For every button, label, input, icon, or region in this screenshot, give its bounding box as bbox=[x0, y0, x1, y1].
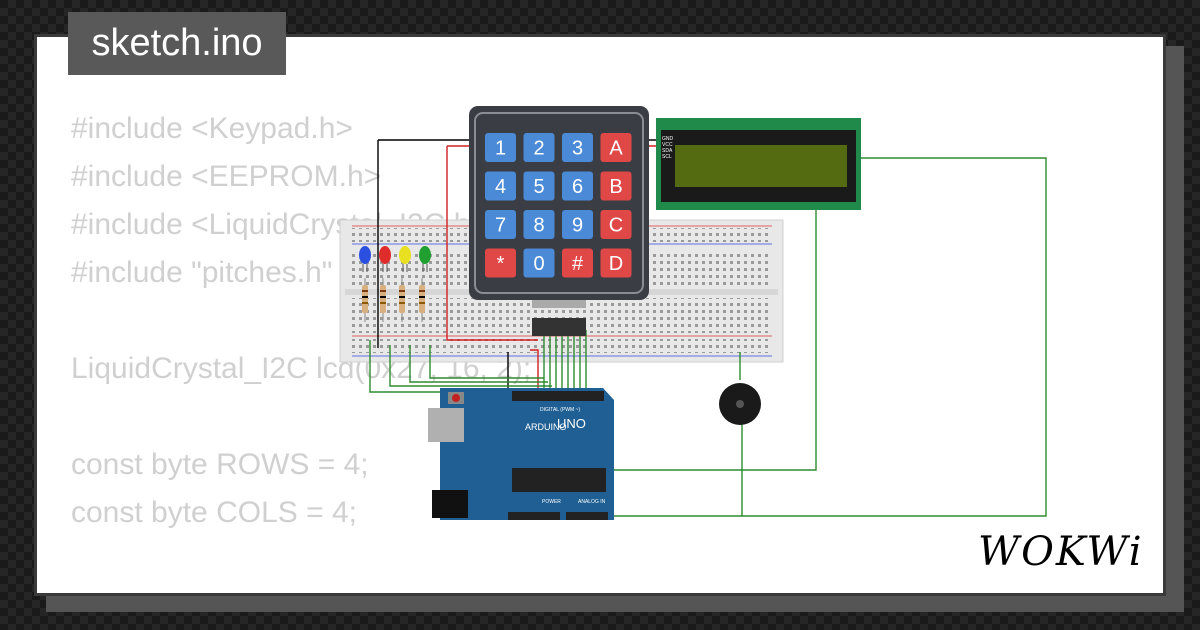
arduino-uno: ARDUINO UNO DIGITAL (PWM ~) ANALOG IN PO… bbox=[428, 388, 614, 520]
led-red[interactable] bbox=[379, 246, 391, 272]
led-blue[interactable] bbox=[359, 246, 371, 272]
keypad-key[interactable]: 9 bbox=[562, 210, 593, 239]
keypad-keys: 1 2 3 A 4 5 6 B 7 8 9 C * 0 # D bbox=[485, 133, 632, 278]
keypad-key[interactable]: # bbox=[562, 248, 593, 278]
keypad-key-label: * bbox=[497, 253, 505, 275]
keypad: 1 2 3 A 4 5 6 B 7 8 9 C * 0 # D bbox=[469, 106, 649, 336]
sketch-title: sketch.ino bbox=[68, 12, 286, 75]
power-label: POWER bbox=[542, 499, 561, 505]
keypad-key[interactable]: 5 bbox=[523, 171, 555, 201]
keypad-key-label: 1 bbox=[495, 138, 506, 160]
keypad-key-label: 5 bbox=[533, 176, 544, 198]
led-row bbox=[359, 246, 431, 272]
keypad-key[interactable]: 8 bbox=[523, 210, 555, 239]
arduino-model: UNO bbox=[557, 416, 586, 431]
code-line: byte rowPins[ROWS] = { bbox=[71, 585, 531, 593]
keypad-key-label: 7 bbox=[495, 215, 506, 237]
keypad-key[interactable]: 7 bbox=[485, 210, 516, 239]
keypad-key-label: 9 bbox=[572, 215, 583, 237]
keypad-key-label: 2 bbox=[533, 138, 544, 160]
digital-label: DIGITAL (PWM ~) bbox=[540, 407, 580, 413]
code-line: #include <Keypad.h> bbox=[71, 112, 353, 145]
svg-text:SCL: SCL bbox=[662, 154, 672, 160]
led-yellow[interactable] bbox=[399, 246, 411, 272]
keypad-key[interactable]: B bbox=[600, 171, 632, 201]
keypad-key[interactable]: C bbox=[600, 210, 632, 239]
keypad-key[interactable]: A bbox=[600, 133, 632, 162]
keypad-key-label: 3 bbox=[572, 138, 583, 160]
lcd-display: GND VCC SDA SCL bbox=[656, 118, 861, 210]
keypad-key-label: 4 bbox=[495, 176, 506, 198]
keypad-key-label: # bbox=[572, 253, 584, 275]
keypad-key[interactable]: 4 bbox=[485, 171, 516, 201]
svg-text:VCC: VCC bbox=[662, 142, 673, 148]
code-line: const byte ROWS = 4; bbox=[71, 448, 369, 481]
code-preview: #include <Keypad.h> #include <EEPROM.h> #i… bbox=[71, 105, 531, 593]
svg-text:SDA: SDA bbox=[662, 148, 673, 154]
code-line: #include <EEPROM.h> bbox=[71, 160, 382, 193]
wokwi-logo: WOKWi bbox=[978, 529, 1144, 575]
keypad-key[interactable]: 3 bbox=[562, 133, 593, 162]
keypad-key[interactable]: 0 bbox=[523, 248, 555, 278]
keypad-key-label: 6 bbox=[572, 176, 583, 198]
keypad-key[interactable]: 2 bbox=[523, 133, 555, 162]
analog-label: ANALOG IN bbox=[578, 499, 606, 505]
keypad-key[interactable]: 1 bbox=[485, 133, 516, 162]
keypad-key-label: 0 bbox=[533, 253, 544, 275]
code-line: const byte COLS = 4; bbox=[71, 496, 357, 529]
keypad-key[interactable]: 6 bbox=[562, 171, 593, 201]
keypad-key[interactable]: D bbox=[600, 248, 632, 278]
resistors bbox=[362, 278, 425, 322]
keypad-key-label: A bbox=[609, 138, 623, 160]
keypad-key[interactable]: * bbox=[485, 248, 516, 278]
keypad-key-label: C bbox=[609, 215, 623, 237]
keypad-key-label: B bbox=[609, 176, 622, 198]
code-line: #include "pitches.h" bbox=[71, 256, 333, 289]
svg-text:GND: GND bbox=[662, 136, 674, 142]
keypad-key-label: 8 bbox=[533, 215, 544, 237]
led-green[interactable] bbox=[419, 246, 431, 272]
keypad-key-label: D bbox=[609, 253, 623, 275]
arduino-brand: ARDUINO bbox=[525, 422, 567, 432]
buzzer bbox=[719, 383, 761, 425]
